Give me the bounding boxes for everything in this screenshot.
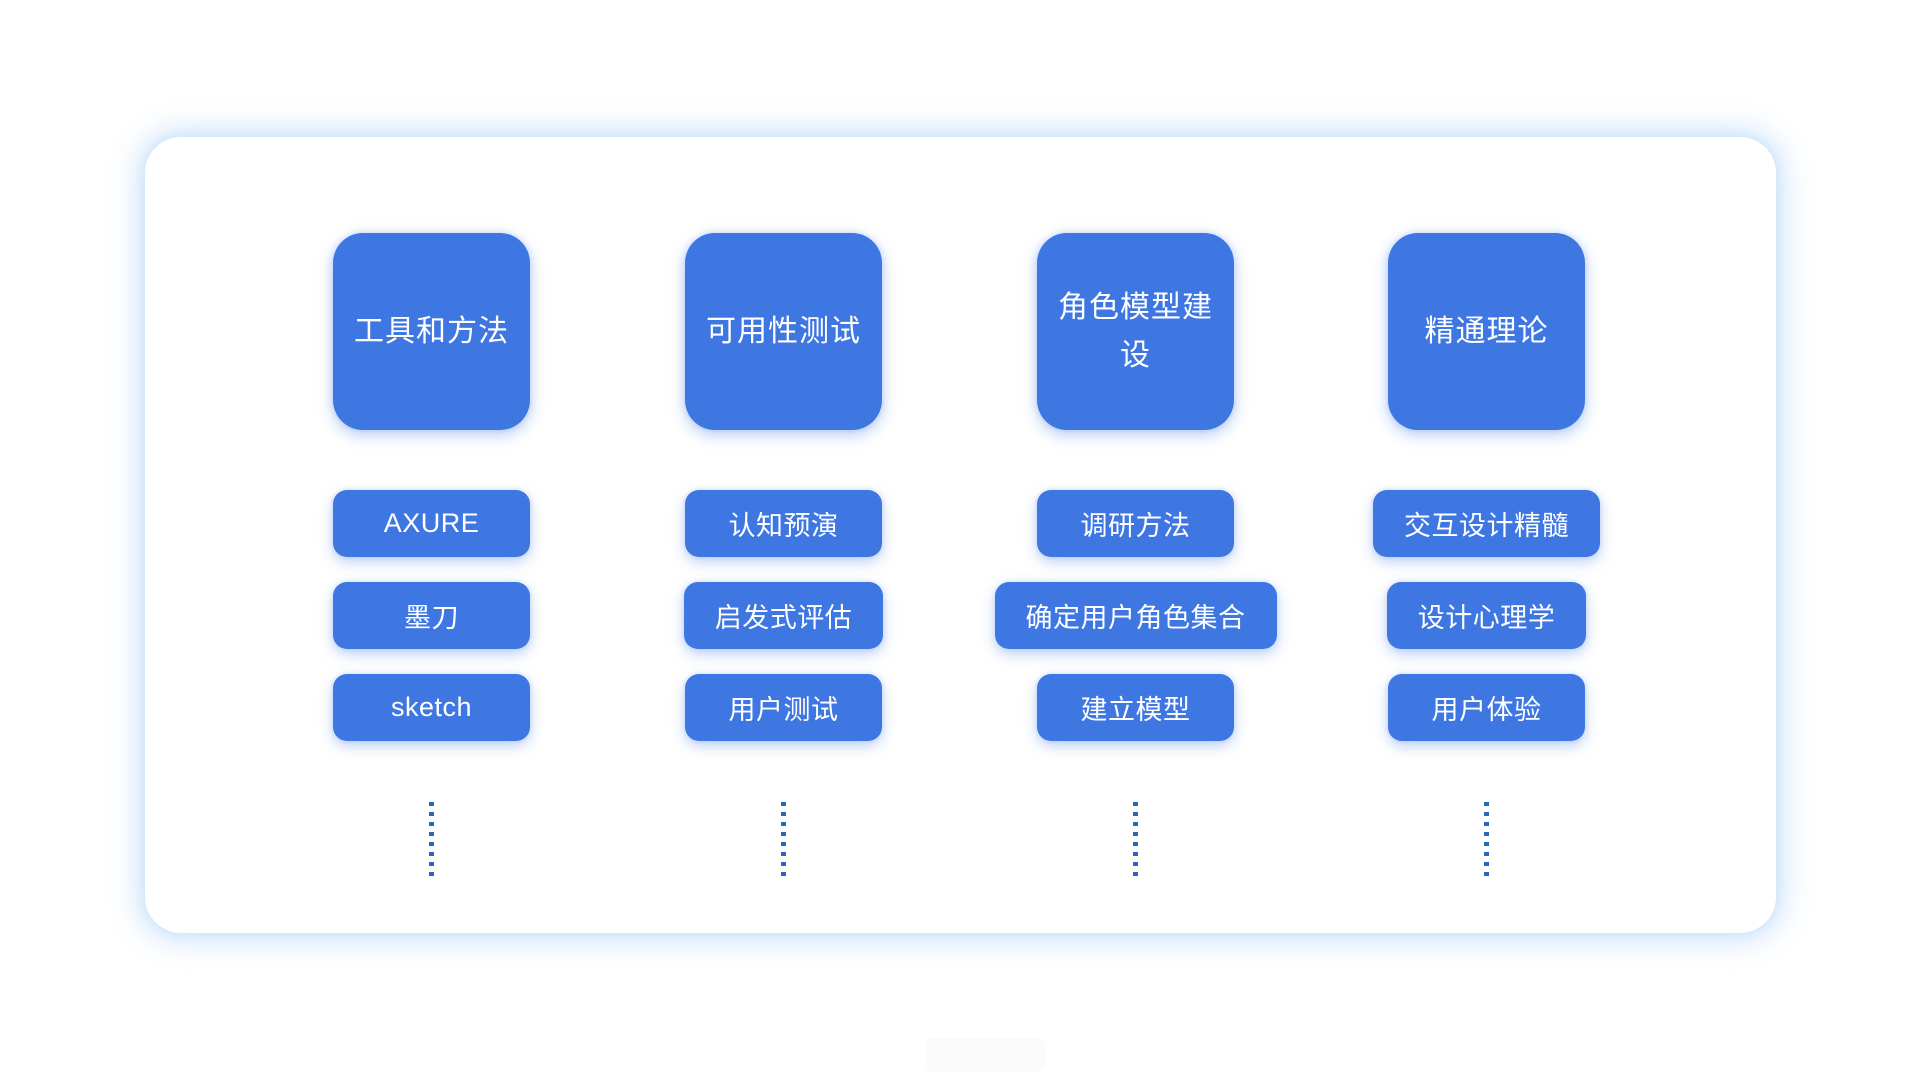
leaf-node[interactable]: sketch xyxy=(333,674,530,741)
branch-node-tools[interactable]: 工具和方法 xyxy=(333,233,530,430)
branch-node-theory[interactable]: 精通理论 xyxy=(1388,233,1585,430)
column-tools: 工具和方法 AXURE 墨刀 sketch xyxy=(333,233,530,880)
column-theory: 精通理论 交互设计精髓 设计心理学 用户体验 xyxy=(1373,233,1600,880)
chip-list-usability: 认知预演 启发式评估 用户测试 xyxy=(683,490,884,741)
dotted-connector xyxy=(1133,802,1138,880)
chip-list-tools: AXURE 墨刀 sketch xyxy=(333,490,530,741)
leaf-node[interactable]: 建立模型 xyxy=(1037,674,1234,741)
column-persona: 角色模型建设 调研方法 确定用户角色集合 建立模型 xyxy=(994,233,1277,880)
branch-node-persona[interactable]: 角色模型建设 xyxy=(1037,233,1234,430)
column-usability: 可用性测试 认知预演 启发式评估 用户测试 xyxy=(683,233,884,880)
leaf-node[interactable]: 交互设计精髓 xyxy=(1373,490,1600,557)
leaf-node[interactable]: 用户测试 xyxy=(685,674,882,741)
leaf-node[interactable]: AXURE xyxy=(333,490,530,557)
dotted-connector xyxy=(429,802,434,880)
leaf-node[interactable]: 用户体验 xyxy=(1388,674,1585,741)
leaf-node[interactable]: 调研方法 xyxy=(1037,490,1234,557)
chip-list-theory: 交互设计精髓 设计心理学 用户体验 xyxy=(1373,490,1600,741)
dotted-connector xyxy=(1484,802,1489,880)
branch-node-usability[interactable]: 可用性测试 xyxy=(685,233,882,430)
watermark xyxy=(925,1038,1045,1072)
chip-list-persona: 调研方法 确定用户角色集合 建立模型 xyxy=(994,490,1277,741)
leaf-node[interactable]: 墨刀 xyxy=(333,582,530,649)
leaf-node[interactable]: 启发式评估 xyxy=(683,582,884,649)
leaf-node[interactable]: 确定用户角色集合 xyxy=(994,582,1277,649)
mindmap-board: 工具和方法 AXURE 墨刀 sketch 可用性测试 认知预演 启发式评估 用… xyxy=(145,137,1776,933)
dotted-connector xyxy=(781,802,786,880)
leaf-node[interactable]: 认知预演 xyxy=(685,490,882,557)
leaf-node[interactable]: 设计心理学 xyxy=(1386,582,1587,649)
